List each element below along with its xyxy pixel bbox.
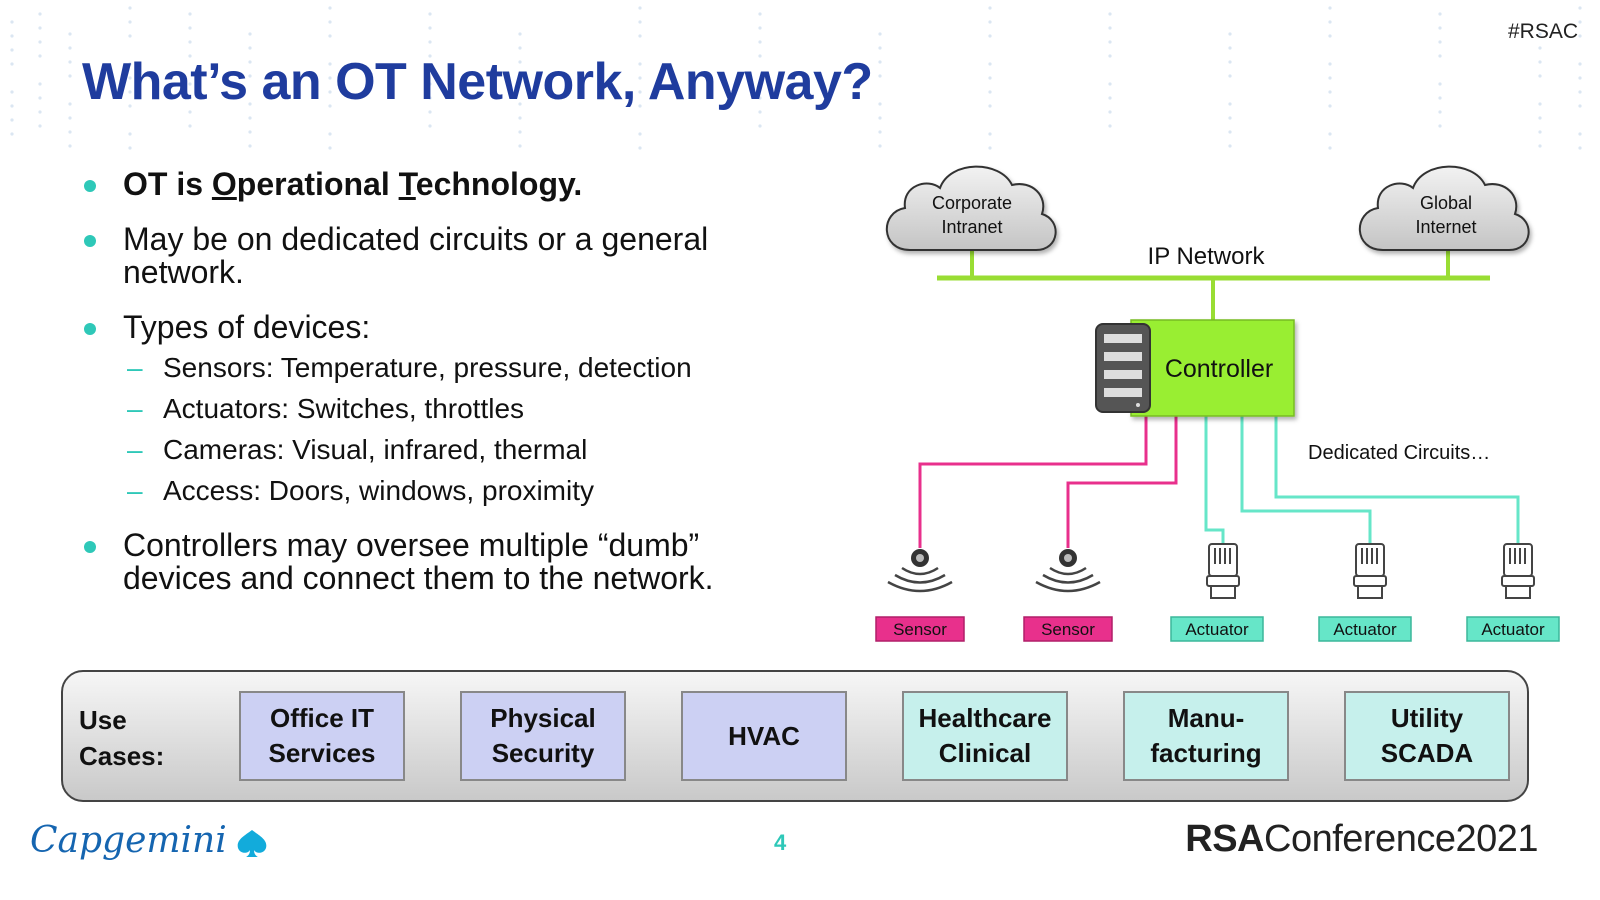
ot-network-diagram: IP Network Corporate Intranet Global Int… [875,165,1560,642]
sensor-circuits [918,416,1178,548]
use-case-manufacturing: Manu-facturing [1123,691,1289,781]
svg-text:Actuator: Actuator [1481,620,1545,639]
sensor-icon [1035,549,1101,593]
sub-item-access: Access: Doors, windows, proximity [123,475,802,507]
dedicated-circuits-label: Dedicated Circuits… [1308,442,1490,464]
capgemini-logo: Capgemini [30,820,270,861]
cloud-global-internet [1358,165,1530,251]
cloud-corporate-line2: Intranet [941,217,1002,237]
server-icon [1095,323,1151,413]
sensor-icon [887,549,953,593]
actuator-icon [1206,543,1240,599]
bullet-circuits: May be on dedicated circuits or a genera… [82,223,802,289]
device-label-sensor: Sensor [875,616,965,642]
page-number: 4 [774,830,787,855]
device-type-list: Sensors: Temperature, pressure, detectio… [123,352,802,507]
cloud-corporate-line1: Corporate [932,193,1012,213]
sub-item-cameras: Cameras: Visual, infrared, thermal [123,434,802,466]
actuator-icon [1501,543,1535,599]
svg-text:Actuator: Actuator [1333,620,1397,639]
actuator-circuits [1204,416,1520,548]
actuator-icon [1353,543,1387,599]
sub-item-sensors: Sensors: Temperature, pressure, detectio… [123,352,802,384]
device-label-actuator: Actuator [1466,616,1560,642]
cloud-global-line2: Internet [1415,217,1476,237]
use-cases-label: Use Cases: [79,705,165,771]
svg-text:Actuator: Actuator [1185,620,1249,639]
slide-title: What’s an OT Network, Anyway? [82,53,873,111]
controller-label: Controller [1165,355,1273,383]
cloud-global-line1: Global [1420,193,1472,213]
ip-network-label: IP Network [1148,243,1266,270]
hashtag: #RSAC [1507,20,1578,43]
bullet-ot-definition: OT is Operational Technology. [82,168,802,201]
device-label-actuator: Actuator [1170,616,1264,642]
svg-text:Sensor: Sensor [893,620,947,639]
svg-text:Sensor: Sensor [1041,620,1095,639]
rsa-conference-logo: RSAConference2021 [1185,818,1538,860]
bullet-controllers: Controllers may oversee multiple “dumb” … [82,529,802,595]
spade-icon [237,830,267,857]
bullet-device-types: Types of devices: Sensors: Temperature, … [82,311,802,507]
bullet-list: OT is Operational Technology. May be on … [82,168,802,617]
sub-item-actuators: Actuators: Switches, throttles [123,393,802,425]
controller-box [1130,319,1295,417]
cloud-corporate-intranet [885,165,1057,251]
use-case-hvac: HVAC [681,691,847,781]
device-label-sensor: Sensor [1023,616,1113,642]
device-label-actuator: Actuator [1318,616,1412,642]
